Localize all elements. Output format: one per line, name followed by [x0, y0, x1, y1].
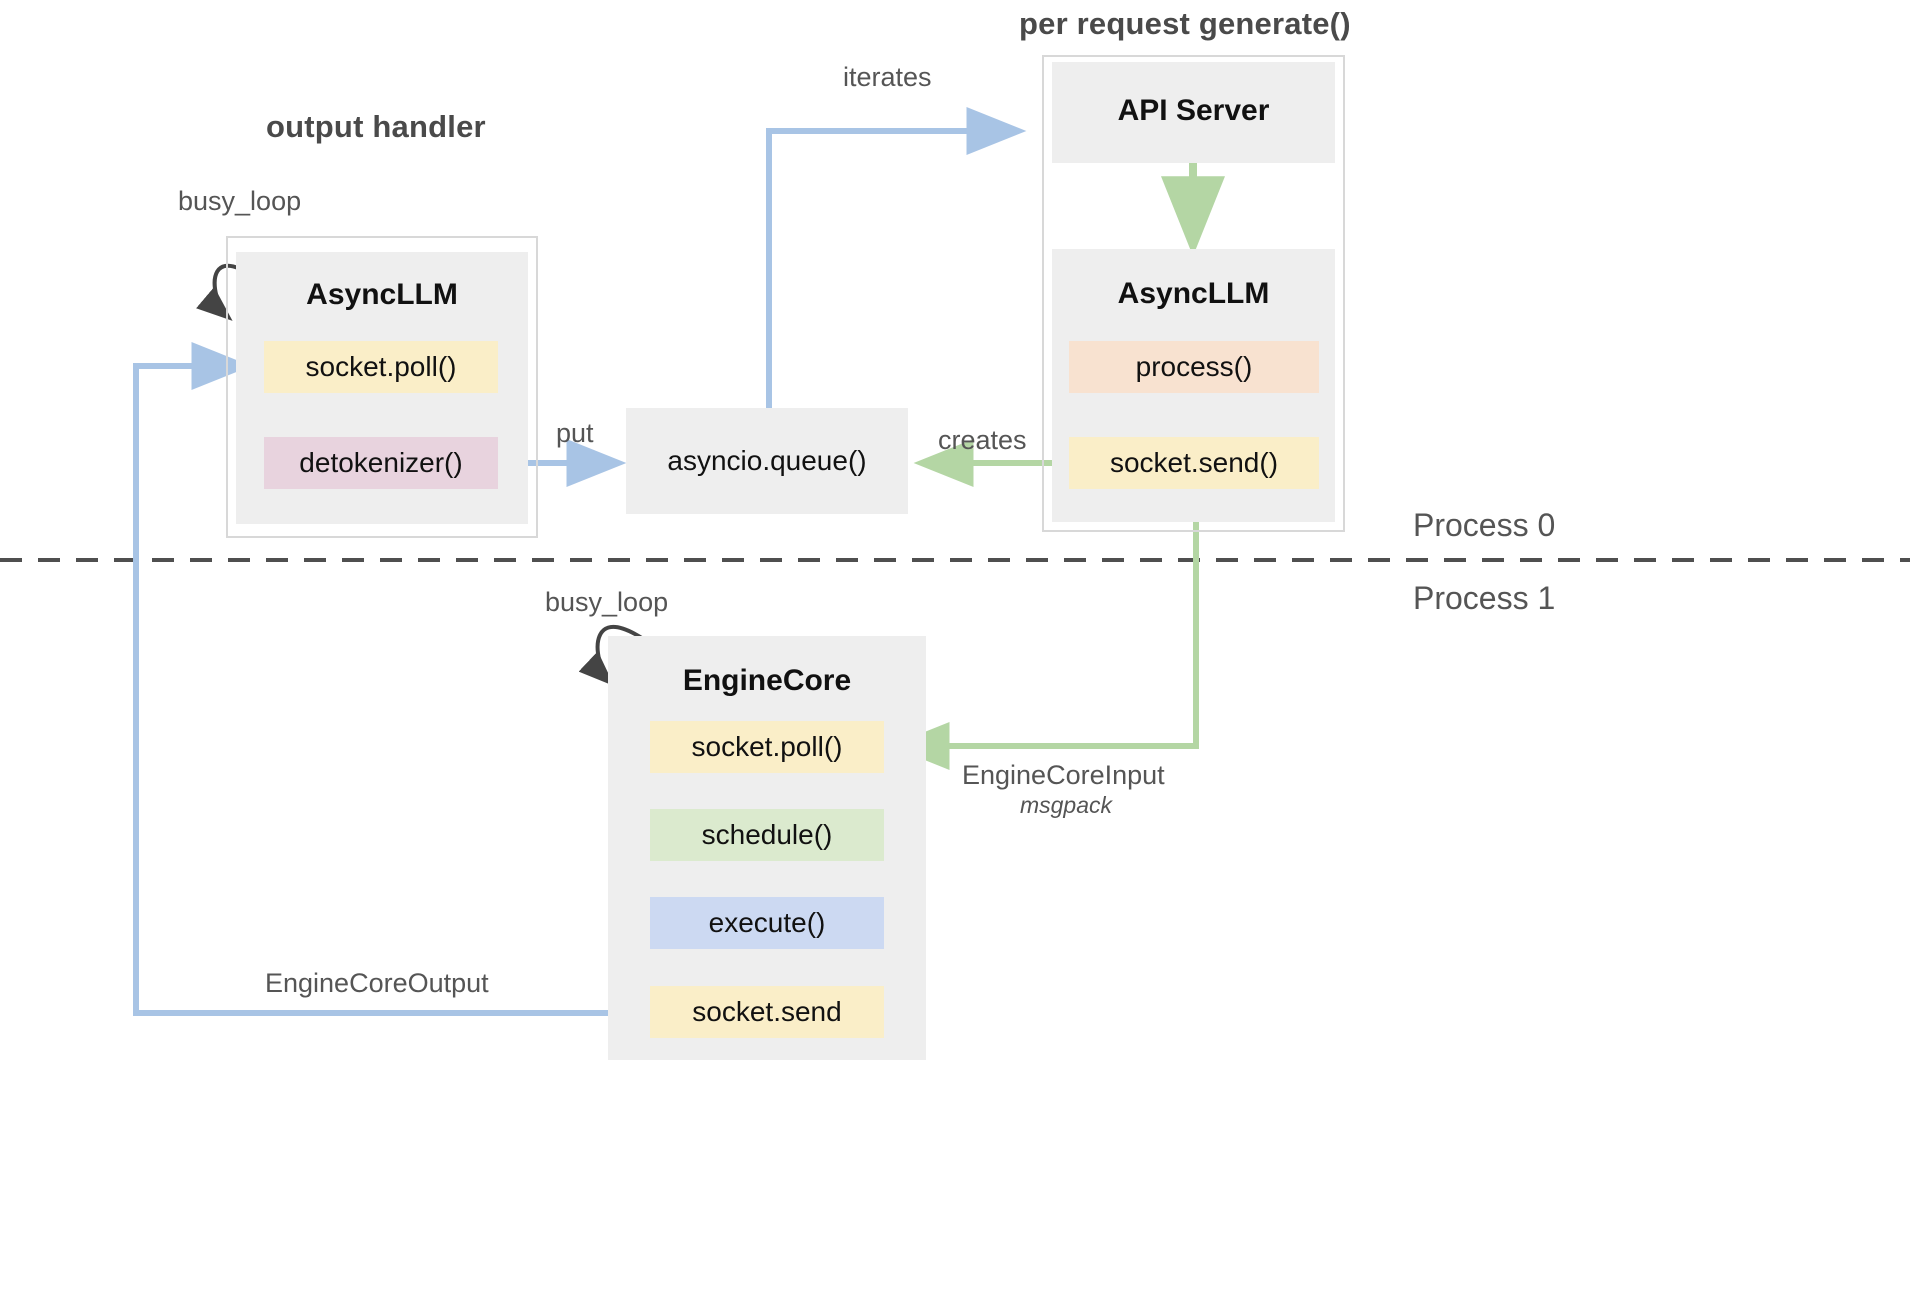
engine-core-title: EngineCore: [682, 664, 852, 697]
row-label: socket.poll(): [305, 351, 457, 382]
process-0-label: Process 0: [1413, 507, 1556, 543]
edge-label-creates: creates: [938, 425, 1027, 455]
section-title-output-handler: output handler: [266, 109, 486, 144]
row-label: socket.send: [692, 996, 842, 1027]
api-server-box[interactable]: API Server: [1052, 62, 1335, 163]
busy-loop-label-engine-core: busy_loop: [545, 587, 669, 617]
row-label: execute(): [708, 907, 826, 938]
edge-label-put: put: [556, 418, 594, 448]
edge-label-iterates: iterates: [843, 62, 932, 92]
api-server-title: API Server: [1117, 94, 1270, 127]
row-label: schedule(): [701, 819, 833, 850]
edge-sublabel-msgpack: msgpack: [1019, 792, 1113, 818]
output-handler-asyncllm-title: AsyncLLM: [306, 278, 458, 311]
section-title-per-request-generate: per request generate(): [1019, 6, 1351, 41]
row-label: process(): [1135, 351, 1253, 382]
row-label: socket.poll(): [691, 731, 843, 762]
row-request-socket-send[interactable]: socket.send(): [1069, 437, 1319, 489]
asyncio-queue-label: asyncio.queue(): [667, 445, 867, 476]
busy-loop-label-output-handler: busy_loop: [178, 186, 302, 216]
asyncio-queue-box[interactable]: asyncio.queue(): [626, 408, 908, 514]
row-output-handler-socket-poll[interactable]: socket.poll(): [264, 341, 498, 393]
row-label: detokenizer(): [299, 447, 463, 478]
row-engine-core-socket-poll[interactable]: socket.poll(): [650, 721, 884, 773]
request-asyncllm-title: AsyncLLM: [1117, 277, 1270, 310]
row-output-handler-detokenizer[interactable]: detokenizer(): [264, 437, 498, 489]
row-request-process[interactable]: process(): [1069, 341, 1319, 393]
per-request-outer-frame: [1042, 55, 1345, 532]
row-engine-core-schedule[interactable]: schedule(): [650, 809, 884, 861]
edge-label-engine-core-output: EngineCoreOutput: [265, 968, 489, 998]
row-engine-core-socket-send[interactable]: socket.send: [650, 986, 884, 1038]
edge-label-engine-core-input: EngineCoreInput: [962, 760, 1165, 790]
process-1-label: Process 1: [1413, 580, 1556, 616]
row-engine-core-execute[interactable]: execute(): [650, 897, 884, 949]
row-label: socket.send(): [1109, 447, 1279, 478]
output-handler-outer-frame: [226, 236, 538, 538]
edge-iterates: [766, 107, 1027, 415]
